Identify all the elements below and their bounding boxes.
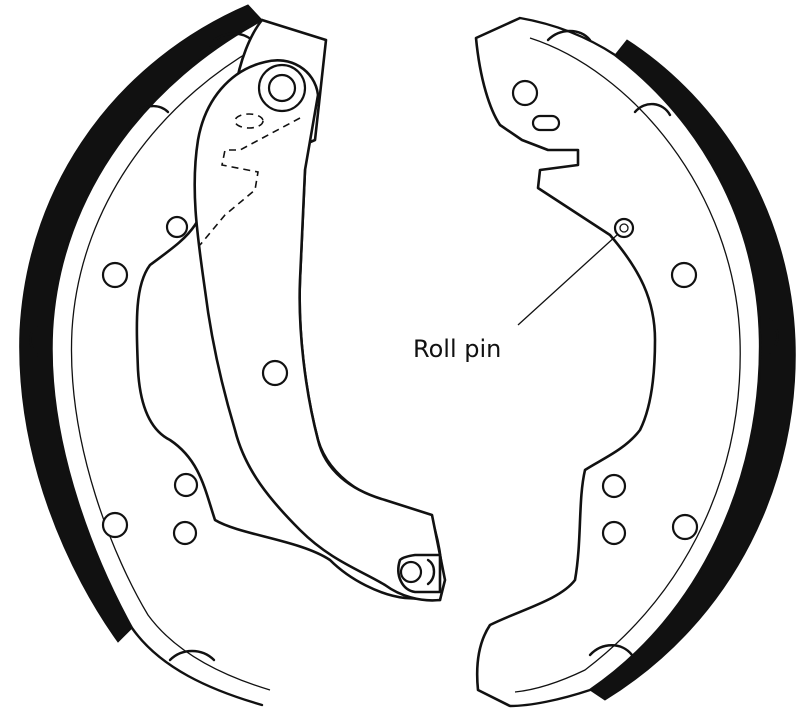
right-rim-notch-bottom: [588, 644, 634, 657]
right-hole-3: [601, 473, 627, 499]
roll-pin-inner: [619, 223, 629, 233]
right-hole-2: [670, 261, 698, 289]
left-hole-5: [101, 511, 129, 539]
lever-pivot-inner: [267, 73, 297, 103]
left-shoe-rim-inner: [70, 39, 271, 691]
right-rim-notch-mid: [768, 318, 779, 354]
right-shoe-web: [474, 16, 657, 708]
right-hole-5: [671, 513, 699, 541]
right-rim-notch-top: [546, 29, 592, 42]
left-rim-notch-bottom: [168, 649, 216, 662]
right-hole-1: [511, 79, 539, 107]
roll-pin-outer: [613, 217, 635, 239]
left-hole-3: [261, 359, 289, 387]
left-hole-2: [101, 261, 129, 289]
left-rim-notch-upper: [130, 104, 170, 120]
right-hole-4: [601, 520, 627, 546]
left-hole-1: [165, 215, 189, 239]
hidden-outline: [199, 117, 301, 246]
left-brake-shoe: [19, 4, 447, 707]
right-web-slot: [531, 114, 561, 132]
left-hole-6: [172, 520, 198, 546]
left-shoe-rim-outer: [50, 18, 264, 707]
lever-cable-eye: [399, 560, 423, 584]
lever-cable-tab: [426, 558, 436, 586]
left-hole-4: [173, 472, 199, 498]
right-brake-shoe: [474, 16, 796, 708]
hidden-slot: [234, 113, 264, 129]
roll-pin-leader-line: [517, 234, 618, 326]
right-shoe-rim-inner: [514, 37, 741, 693]
left-parking-lever: [193, 59, 447, 602]
right-rim-notch-upper: [633, 102, 672, 117]
left-rim-notch-mid: [29, 323, 40, 357]
roll-pin-label: Roll pin: [413, 335, 501, 363]
right-shoe-rim-outer: [508, 16, 762, 708]
left-rim-notch-top: [208, 32, 254, 47]
